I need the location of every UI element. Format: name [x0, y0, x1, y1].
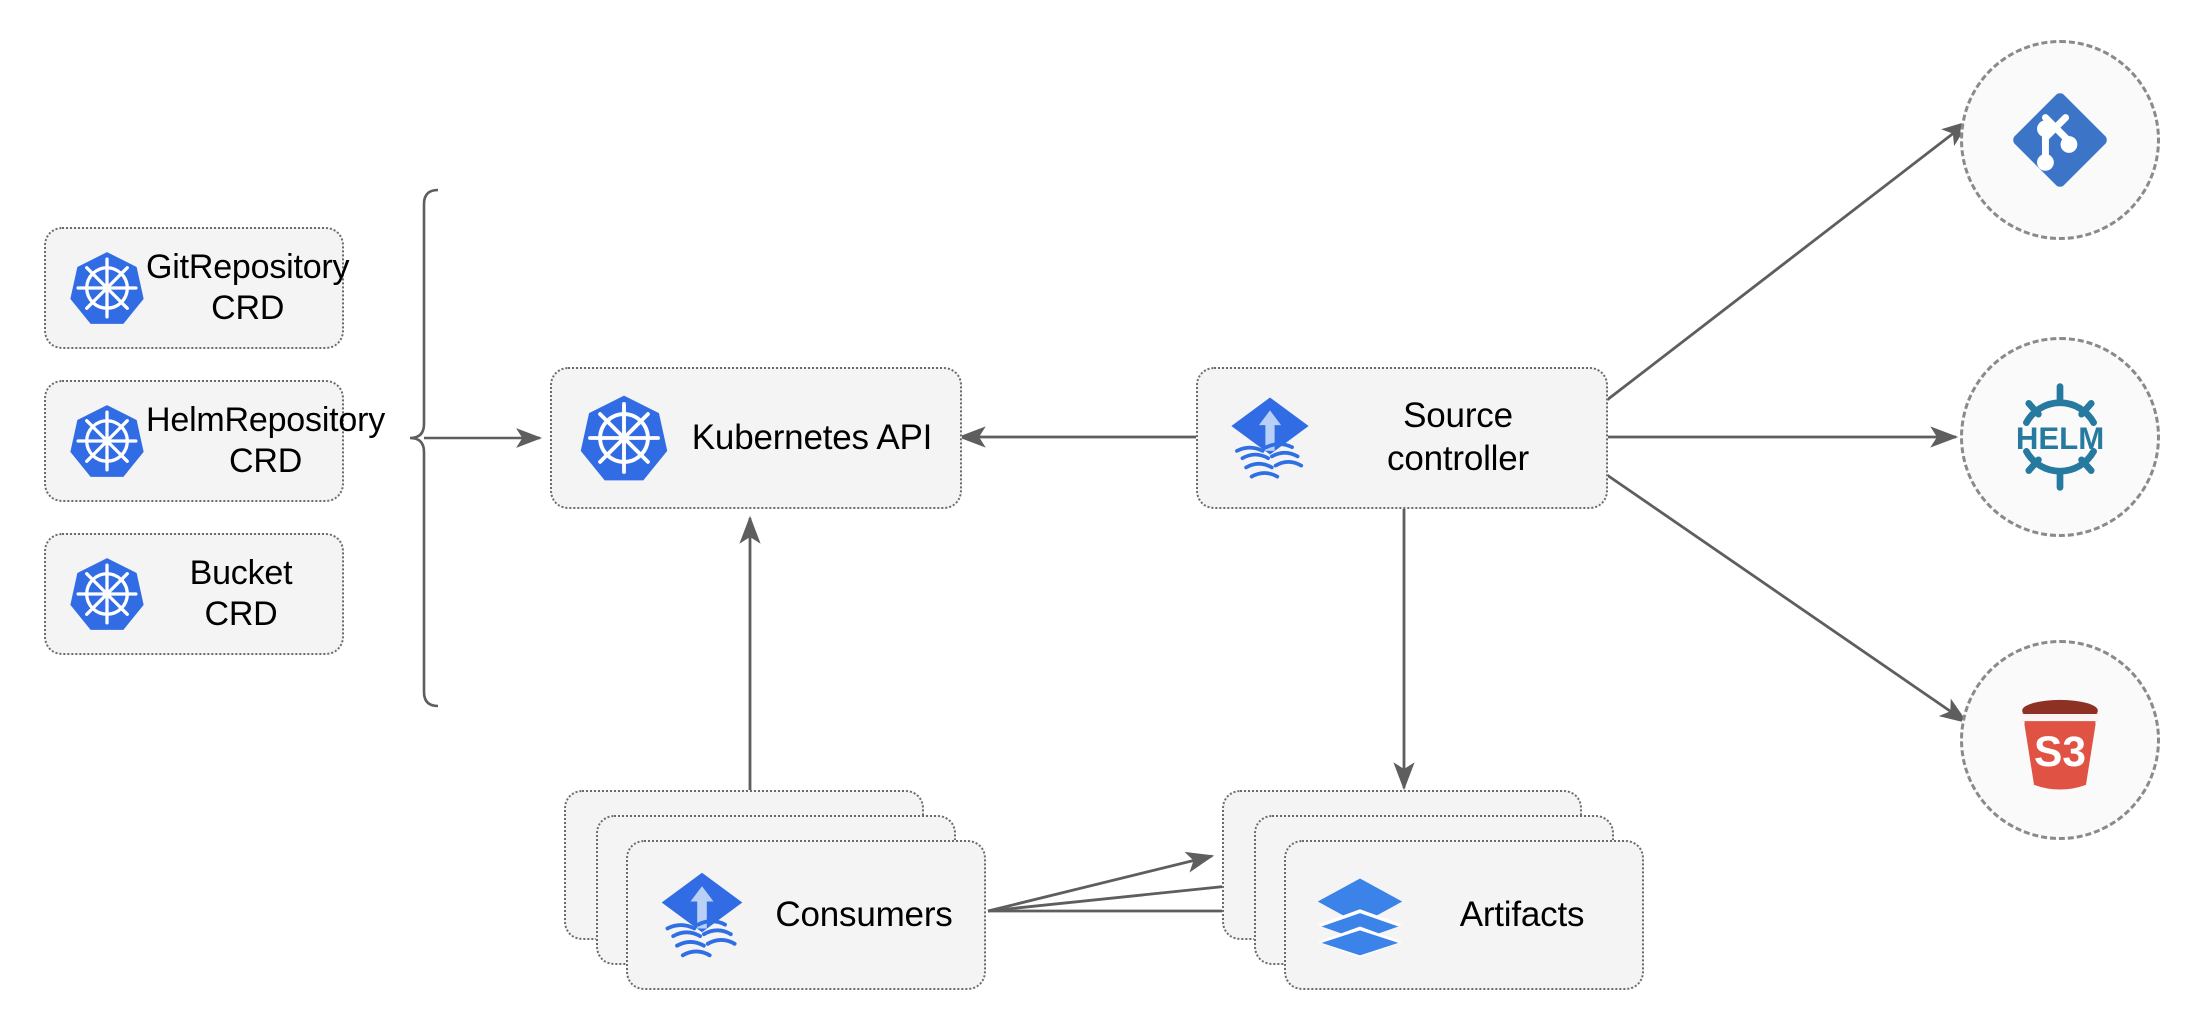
kubernetes-icon [68, 402, 146, 480]
source-controller-label: Source controller [1387, 396, 1529, 478]
consumers-stack[interactable]: Consumers [564, 790, 986, 990]
layers-icon [1312, 867, 1408, 963]
kubernetes-icon [68, 555, 146, 633]
edge-consumers-to-artifacts-2 [987, 876, 1251, 913]
kubernetes-icon [68, 249, 146, 327]
edge-source-controller-to-s3 [1606, 473, 1968, 724]
bucket-crd[interactable]: Bucket CRD [44, 533, 344, 655]
gitrepository-crd-label: GitRepository CRD [146, 247, 350, 327]
source-controller-node[interactable]: Source controller [1196, 367, 1608, 509]
git-icon [2000, 80, 2120, 200]
git-source[interactable] [1960, 40, 2160, 240]
gitrepository-crd[interactable]: GitRepository CRD [44, 227, 350, 349]
helm-icon: HELM [2000, 377, 2120, 497]
flux-icon [654, 867, 750, 963]
bucket-crd-label: Bucket CRD [189, 553, 293, 633]
flux-icon [1224, 392, 1316, 484]
s3-wordmark: S3 [2034, 729, 2086, 776]
artifacts-label: Artifacts [1459, 894, 1585, 934]
artifacts-node[interactable]: Artifacts [1284, 840, 1644, 990]
crd-group-bracket [409, 188, 439, 708]
s3-source[interactable]: S3 [1960, 640, 2160, 840]
consumers-node[interactable]: Consumers [626, 840, 986, 990]
kubernetes-api-label: Kubernetes API [691, 417, 933, 457]
kubernetes-api-node[interactable]: Kubernetes API [550, 367, 962, 509]
helm-wordmark: HELM [2016, 421, 2104, 456]
edge-source-controller-to-git [1606, 120, 1970, 402]
kubernetes-icon [578, 392, 670, 484]
artifacts-stack[interactable]: Artifacts [1222, 790, 1644, 990]
helmrepository-crd-label: HelmRepository CRD [146, 400, 386, 480]
helm-source[interactable]: HELM [1960, 337, 2160, 537]
edge-consumers-to-artifacts-1 [987, 851, 1215, 913]
helmrepository-crd[interactable]: HelmRepository CRD [44, 380, 385, 502]
consumers-label: Consumers [775, 894, 953, 934]
s3-bucket-icon: S3 [2000, 680, 2120, 800]
